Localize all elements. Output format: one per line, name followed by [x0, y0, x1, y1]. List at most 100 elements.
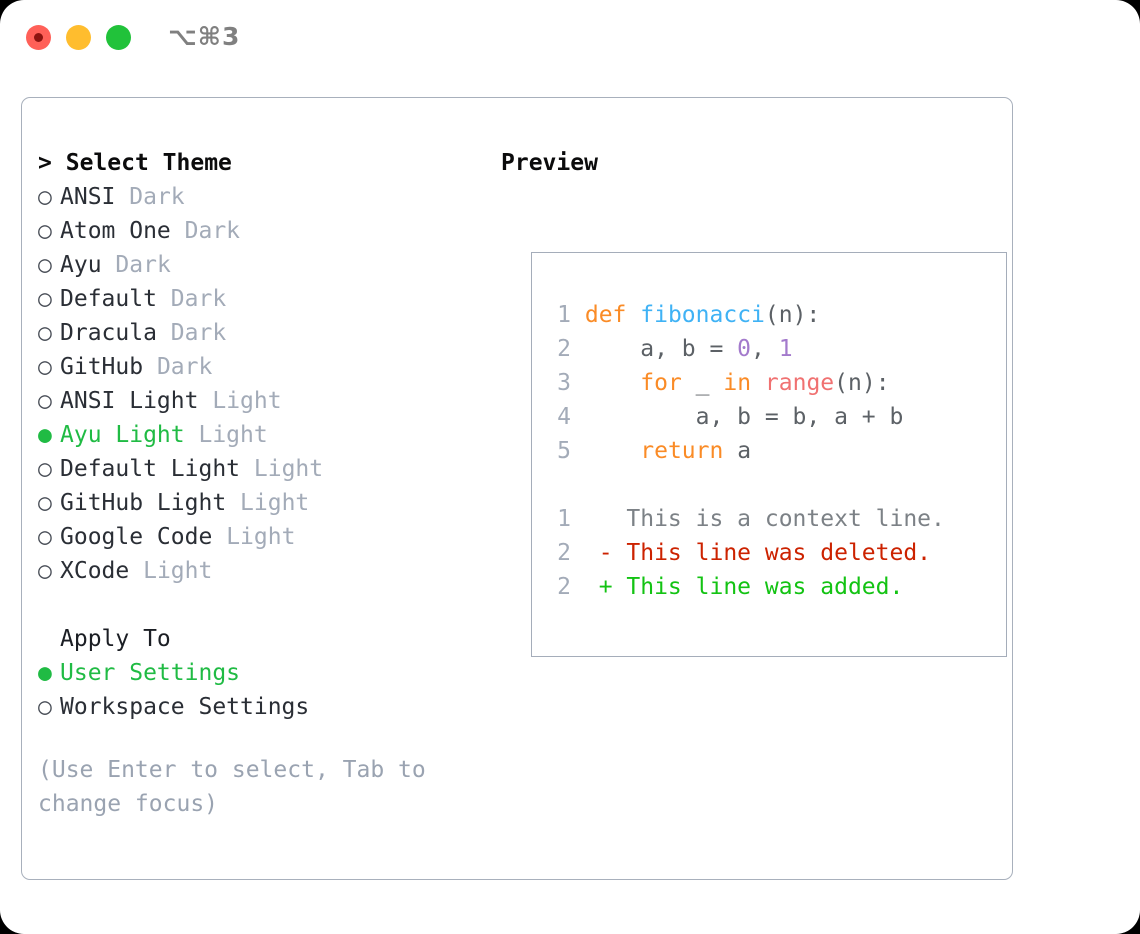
- radio-unselected-icon: ○: [38, 252, 52, 278]
- theme-option-ayu-light[interactable]: ● Ayu Light Light: [38, 418, 468, 452]
- preview-heading: Preview: [501, 150, 598, 176]
- prompt-caret-icon: >: [38, 150, 52, 176]
- radio-selected-icon: ●: [38, 422, 52, 448]
- theme-name: Ayu Light: [60, 422, 185, 448]
- radio-unselected-icon: ○: [38, 456, 52, 482]
- theme-name: Google Code: [60, 524, 213, 550]
- theme-option-atom-one[interactable]: ○Atom One Dark: [38, 214, 468, 248]
- theme-option-github[interactable]: ○GitHub Dark: [38, 350, 468, 384]
- code-token: ,: [751, 336, 779, 362]
- line-number: 1: [557, 302, 571, 328]
- code-token: 1: [778, 336, 793, 362]
- code-token: a, b =: [571, 336, 738, 362]
- code-blank-line: [549, 468, 945, 502]
- apply-to-option-user-settings[interactable]: ●User Settings: [38, 656, 468, 690]
- radio-unselected-icon: ○: [38, 694, 52, 720]
- theme-option-ayu[interactable]: ○Ayu Dark: [38, 248, 468, 282]
- window-title: ⌥⌘3: [168, 22, 241, 51]
- theme-option-default[interactable]: ○Default Dark: [38, 282, 468, 316]
- radio-unselected-icon: ○: [38, 218, 52, 244]
- line-number: 5: [557, 438, 571, 464]
- theme-category: Dark: [184, 218, 241, 244]
- apply-to-option-workspace-settings[interactable]: ○ Workspace Settings: [38, 690, 468, 724]
- code-token: 0: [737, 336, 752, 362]
- diff-text: This line was deleted.: [626, 540, 932, 566]
- text-space: [129, 558, 143, 584]
- theme-category: Light: [253, 456, 324, 482]
- radio-unselected-icon: ○: [38, 490, 52, 516]
- theme-name: Default: [60, 286, 157, 312]
- window-titlebar: ⌥⌘3: [0, 0, 1140, 78]
- theme-name: Dracula: [60, 320, 157, 346]
- theme-option-default-light[interactable]: ○ Default Light Light: [38, 452, 468, 486]
- preview-column: Preview 1 def fibonacci(n):2 a, b = 0, 1…: [501, 146, 1007, 657]
- line-number: 1: [557, 506, 571, 532]
- code-token: [626, 302, 640, 328]
- theme-option-github-light[interactable]: ○GitHub Light Light: [38, 486, 468, 520]
- diff-text: This is a context line.: [626, 506, 945, 532]
- code-token: [751, 370, 765, 396]
- maximize-button[interactable]: [106, 25, 131, 50]
- window-controls: [26, 25, 131, 50]
- code-line: 2 a, b = 0, 1: [549, 332, 945, 366]
- code-token: a, b = b, a + b: [571, 404, 904, 430]
- theme-option-ansi[interactable]: ○ANSI Dark: [38, 180, 468, 214]
- list-spacer: [38, 588, 468, 622]
- diff-line-ctx: 1 This is a context line.: [549, 502, 945, 536]
- diff-text: This line was added.: [626, 574, 904, 600]
- code-token: [571, 438, 640, 464]
- select-theme-heading-label: Select Theme: [65, 150, 232, 176]
- theme-option-dracula[interactable]: ○ Dracula Dark: [38, 316, 468, 350]
- code-token: in: [723, 370, 752, 396]
- theme-category: Dark: [129, 184, 185, 210]
- theme-name: ANSI: [60, 184, 116, 210]
- code-token: for: [640, 370, 682, 396]
- theme-option-xcode[interactable]: ○ XCode Light: [38, 554, 468, 588]
- radio-unselected-icon: ○: [38, 320, 52, 346]
- select-theme-heading: > Select Theme: [38, 146, 468, 180]
- text-space: [102, 252, 116, 278]
- main-panel: > Select Theme ○ANSI Dark○Atom One Dark○…: [21, 97, 1013, 880]
- theme-name: Default Light: [60, 456, 241, 482]
- radio-unselected-icon: ○: [38, 524, 52, 550]
- text-space: [198, 388, 212, 414]
- code-token: fibonacci: [640, 302, 765, 328]
- theme-category: Light: [226, 524, 296, 550]
- close-button[interactable]: [26, 25, 51, 50]
- code-token: _: [681, 370, 724, 396]
- code-token: (n):: [834, 370, 890, 396]
- code-token: [571, 370, 640, 396]
- hint-spacer: [38, 724, 468, 753]
- apply-to-label: User Settings: [60, 660, 241, 686]
- theme-category: Light: [212, 388, 282, 414]
- line-number: 2: [557, 336, 571, 362]
- theme-category: Dark: [170, 286, 227, 312]
- code-token: [571, 302, 585, 328]
- theme-category: Light: [240, 490, 310, 516]
- line-number: 2: [557, 540, 571, 566]
- theme-selection-column: > Select Theme ○ANSI Dark○Atom One Dark○…: [38, 146, 468, 821]
- line-number: 3: [557, 370, 571, 396]
- radio-unselected-icon: ○: [38, 558, 52, 584]
- text-space: [171, 218, 185, 244]
- theme-name: ANSI Light: [60, 388, 199, 414]
- minimize-button[interactable]: [66, 25, 91, 50]
- radio-unselected-icon: ○: [38, 354, 52, 380]
- theme-category: Dark: [170, 320, 227, 346]
- theme-category: Light: [198, 422, 268, 448]
- theme-option-google-code[interactable]: ○ Google Code Light: [38, 520, 468, 554]
- apply-to-list: ●User Settings ○ Workspace Settings: [38, 656, 468, 724]
- code-line: 5 return a: [549, 434, 945, 468]
- text-space: [212, 524, 226, 550]
- code-token: range: [764, 370, 835, 396]
- code-line: 4 a, b = b, a + b: [549, 400, 945, 434]
- apply-to-label: Workspace Settings: [60, 694, 310, 720]
- radio-unselected-icon: ○: [38, 388, 52, 414]
- theme-name: Ayu: [60, 252, 102, 278]
- text-space: [157, 320, 171, 346]
- theme-option-ansi-light[interactable]: ○ ANSI Light Light: [38, 384, 468, 418]
- text-space: [185, 422, 199, 448]
- theme-category: Light: [143, 558, 213, 584]
- theme-name: XCode: [60, 558, 130, 584]
